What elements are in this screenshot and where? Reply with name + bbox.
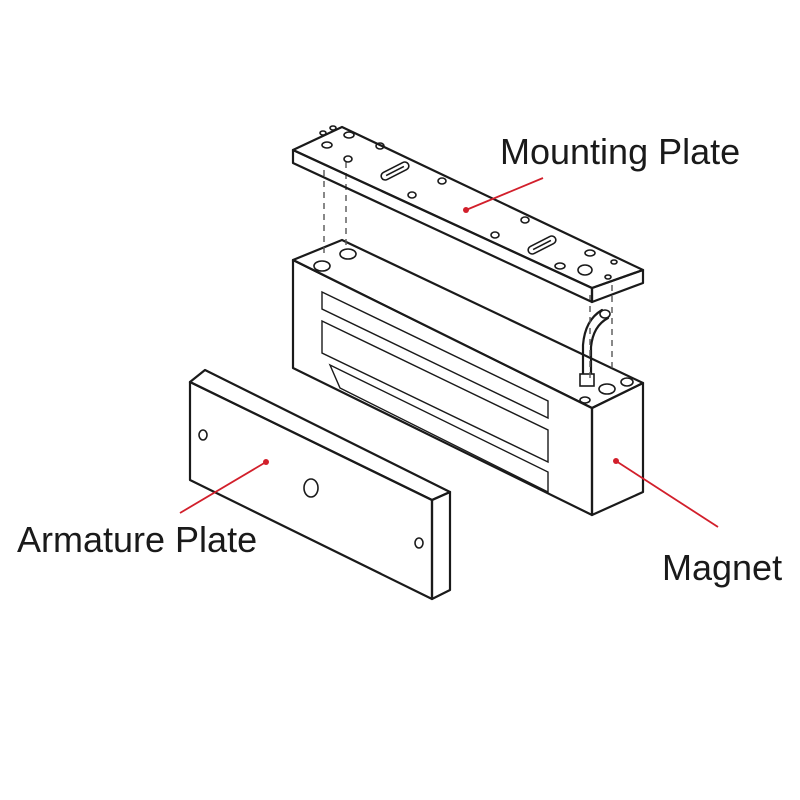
- magnet-body: [291, 238, 645, 517]
- leader-mounting-plate: [463, 177, 544, 213]
- armature-plate: [188, 368, 452, 601]
- mounting-plate: [291, 125, 645, 304]
- label-armature-plate: Armature Plate: [17, 519, 257, 560]
- leader-armature-plate: [179, 459, 269, 514]
- magnet-cable: [579, 308, 611, 387]
- label-mounting-plate: Mounting Plate: [500, 131, 740, 172]
- label-magnet: Magnet: [662, 547, 782, 588]
- alignment-guides: [323, 162, 613, 378]
- leader-magnet: [613, 458, 719, 528]
